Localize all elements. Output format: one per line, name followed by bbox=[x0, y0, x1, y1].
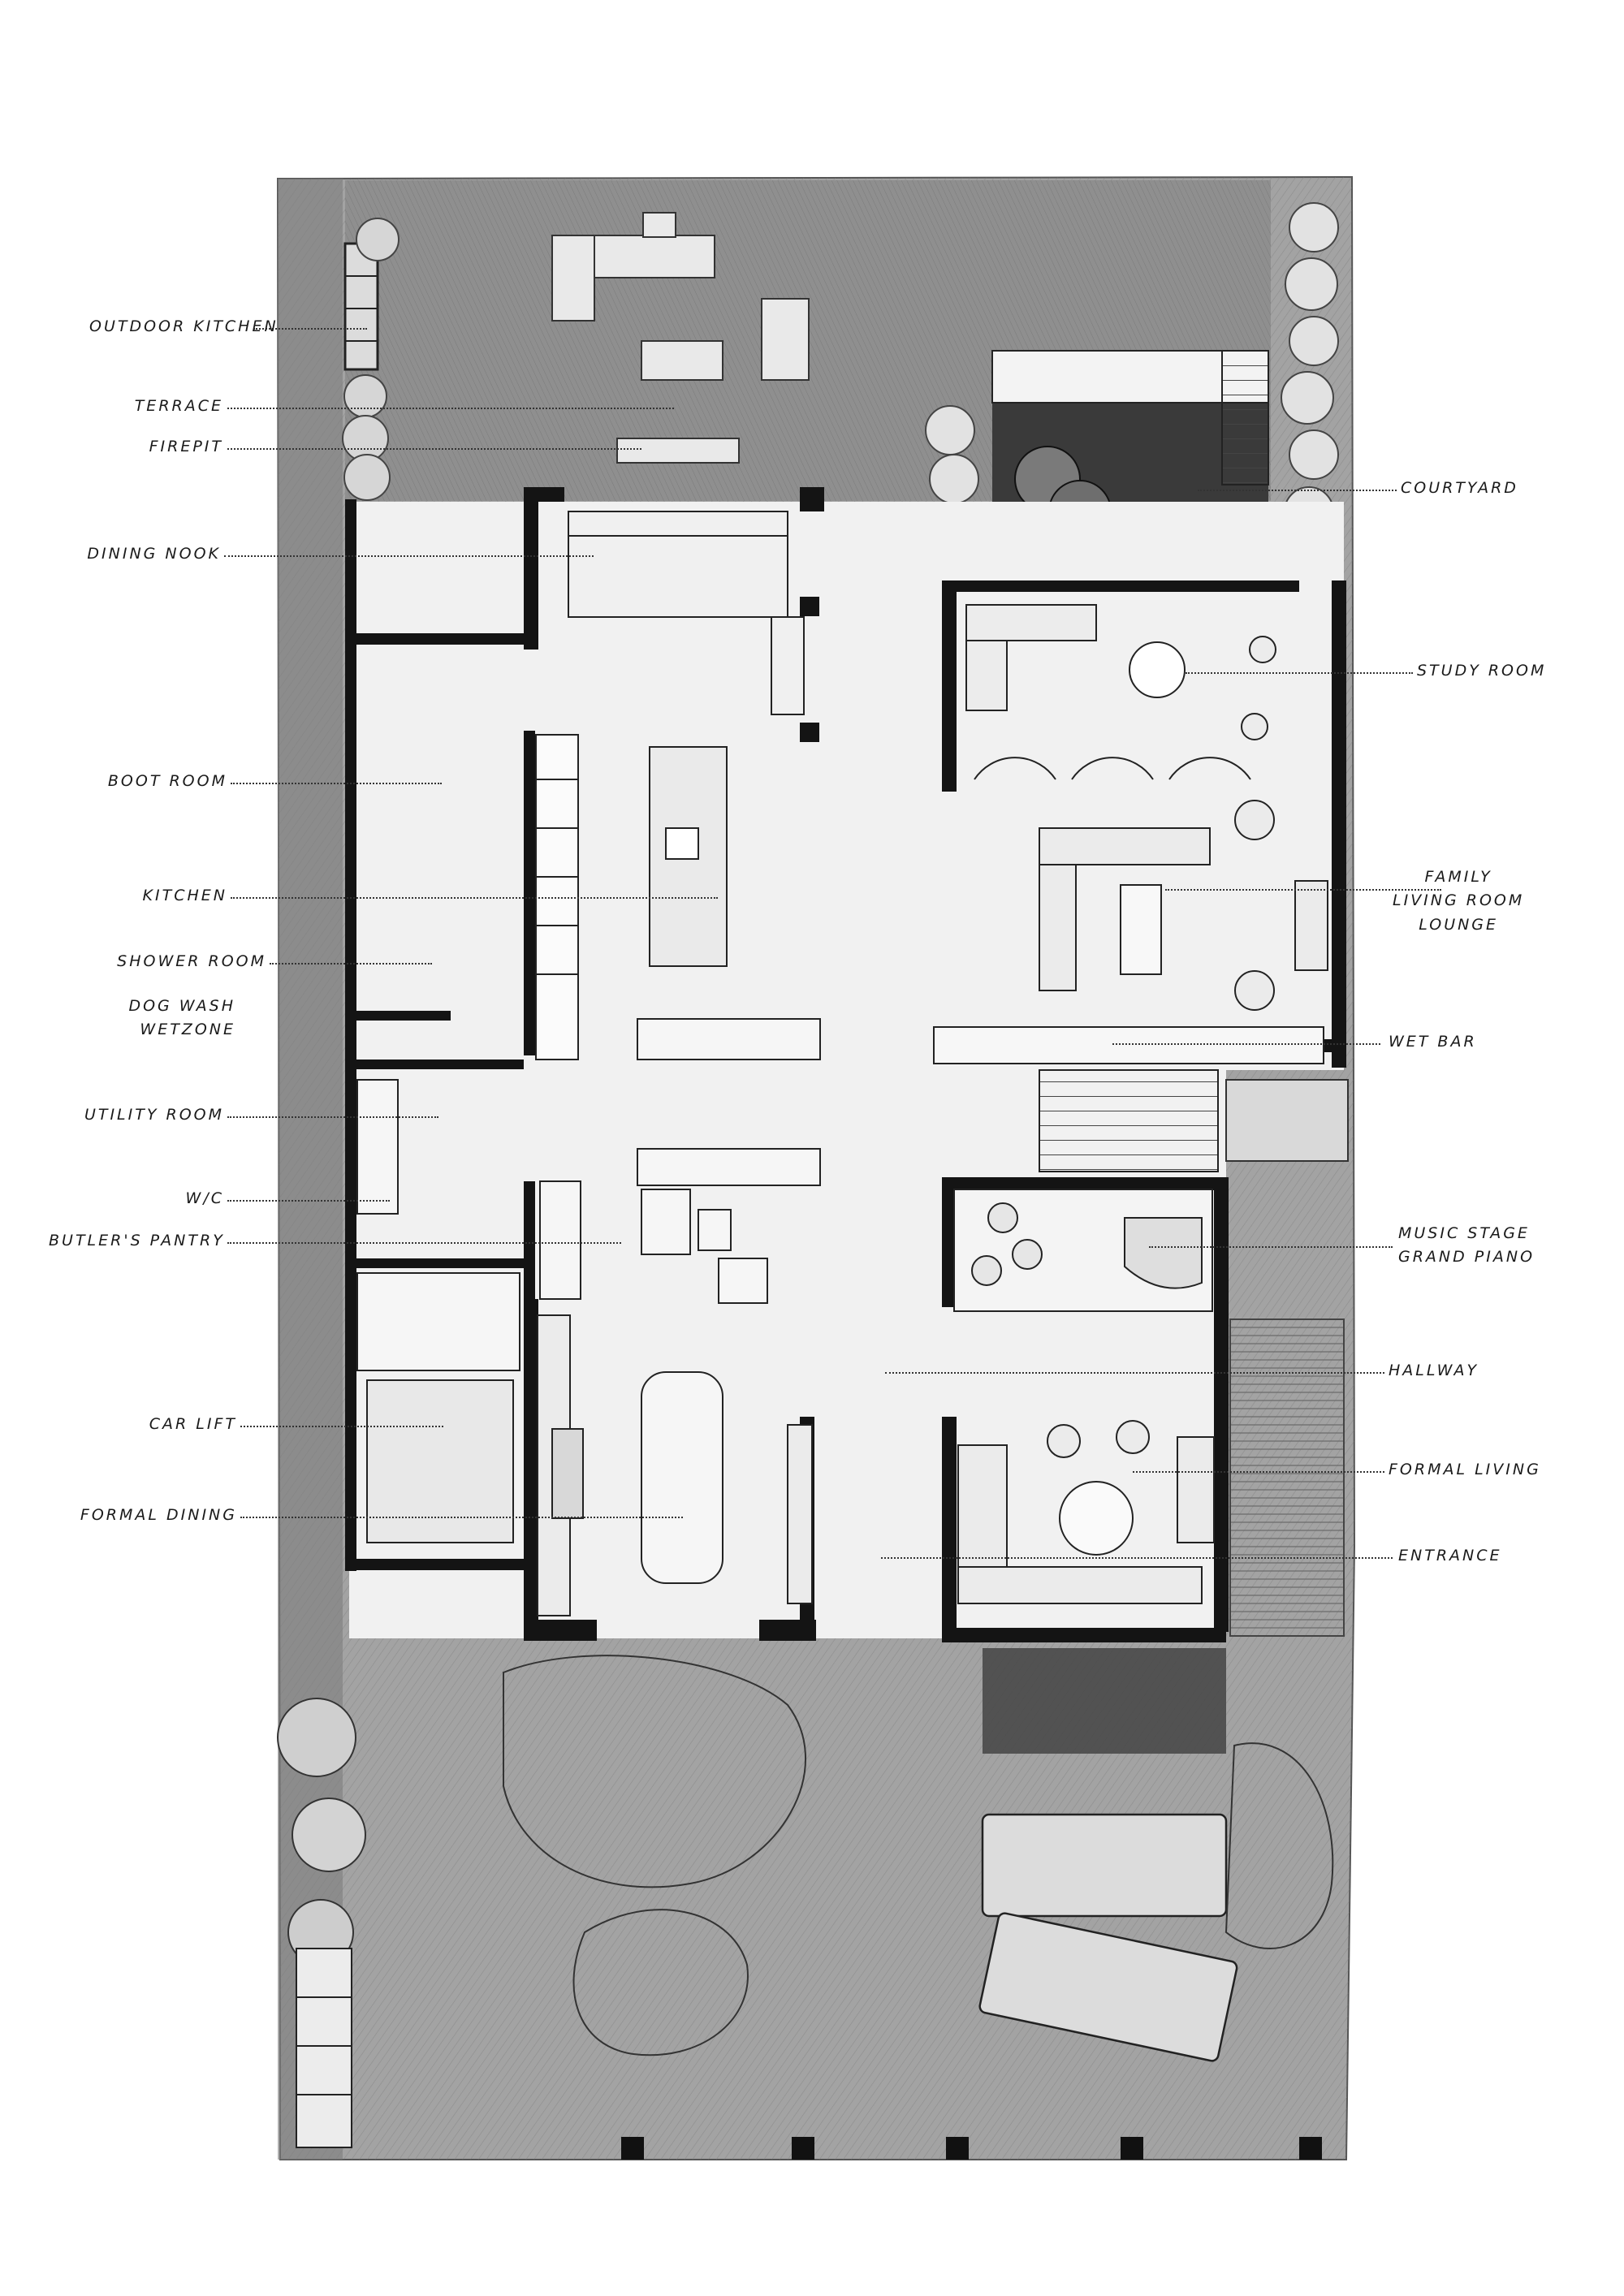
music-room-furniture bbox=[953, 1189, 1213, 1312]
label-courtyard: COURTYARD bbox=[1401, 479, 1518, 497]
driveway-cars bbox=[978, 1813, 1238, 2062]
leader-line bbox=[227, 408, 674, 409]
label-boot-room: BOOT ROOM bbox=[107, 772, 227, 790]
leader-line bbox=[1165, 889, 1441, 891]
label-utility-room: UTILITY ROOM bbox=[84, 1106, 224, 1124]
label-entrance: ENTRANCE bbox=[1398, 1547, 1502, 1564]
leader-line bbox=[1186, 672, 1413, 674]
leader-line bbox=[227, 1200, 390, 1202]
label-butlers-pantry: BUTLER'S PANTRY bbox=[49, 1232, 225, 1249]
leader-line bbox=[253, 328, 367, 330]
main-staircase bbox=[1039, 1069, 1349, 1172]
leader-line bbox=[1112, 1043, 1380, 1045]
leader-line bbox=[224, 555, 594, 557]
label-car-lift: CAR LIFT bbox=[149, 1415, 237, 1433]
label-formal-living: FORMAL LIVING bbox=[1389, 1461, 1541, 1478]
pantry-wc-fixtures bbox=[356, 1079, 768, 1543]
shrubs-left bbox=[342, 218, 400, 501]
label-hallway: HALLWAY bbox=[1389, 1362, 1479, 1379]
label-wc: W/C bbox=[185, 1189, 224, 1207]
leader-line bbox=[227, 1242, 621, 1244]
formal-living-furniture bbox=[957, 1420, 1215, 1604]
leader-line bbox=[231, 897, 718, 899]
label-shower-room: SHOWER ROOM bbox=[117, 952, 266, 970]
walls bbox=[345, 487, 1346, 1642]
family-lounge-furniture bbox=[1039, 800, 1328, 1011]
front-planter bbox=[296, 1948, 352, 2148]
study-furniture bbox=[965, 604, 1276, 780]
leader-line bbox=[885, 1372, 1384, 1374]
label-formal-dining: FORMAL DINING bbox=[80, 1506, 237, 1524]
label-kitchen: KITCHEN bbox=[142, 887, 227, 904]
label-dining-nook: DINING NOOK bbox=[87, 545, 221, 563]
leader-line bbox=[240, 1426, 443, 1427]
label-firepit: FIREPIT bbox=[149, 438, 223, 455]
boundary-posts bbox=[621, 2137, 1322, 2160]
leader-line bbox=[881, 1557, 1393, 1559]
label-terrace: TERRACE bbox=[134, 397, 223, 415]
terrace-furniture bbox=[551, 212, 810, 464]
leader-line bbox=[270, 963, 432, 965]
dining-nook-furniture bbox=[568, 511, 805, 715]
label-wet-bar: WET BAR bbox=[1389, 1033, 1477, 1051]
leader-line bbox=[1133, 1471, 1384, 1473]
leader-line bbox=[240, 1517, 683, 1518]
formal-dining-furniture bbox=[537, 1314, 813, 1616]
label-outdoor-kitchen: OUTDOOR KITCHEN bbox=[89, 317, 279, 335]
leader-line bbox=[1149, 1246, 1393, 1248]
leader-line bbox=[1198, 490, 1397, 491]
leader-line bbox=[227, 1116, 438, 1118]
leader-line bbox=[231, 783, 442, 784]
label-study-room: STUDY ROOM bbox=[1417, 662, 1547, 680]
outdoor-kitchen bbox=[343, 242, 379, 371]
leader-line bbox=[227, 448, 641, 450]
